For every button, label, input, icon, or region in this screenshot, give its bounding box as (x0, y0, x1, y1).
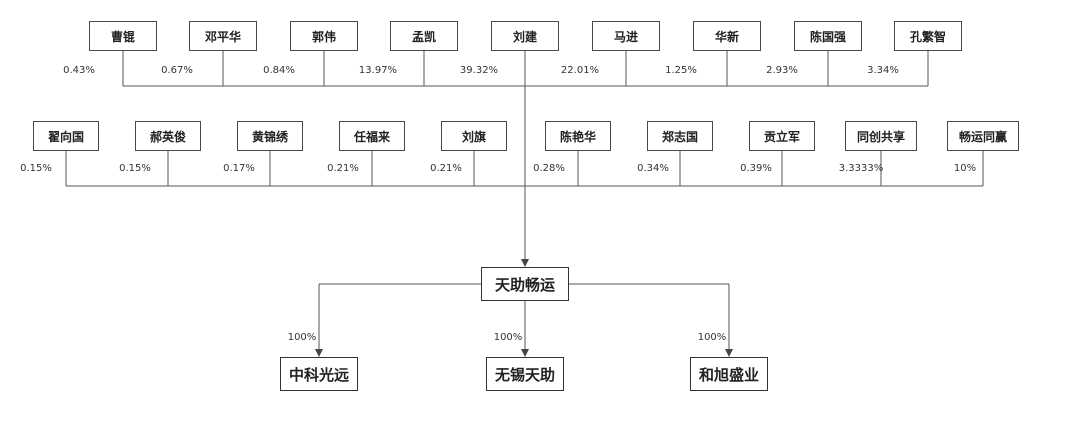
share-percentage: 0.21% (430, 163, 462, 174)
share-percentage: 22.01% (560, 65, 600, 76)
share-percentage: 0.67% (161, 65, 193, 76)
shareholder-box: 郑志国 (647, 121, 713, 151)
share-percentage: 0.43% (63, 65, 95, 76)
subsidiary-box: 无锡天助 (486, 357, 564, 391)
share-percentage: 0.15% (20, 163, 52, 174)
ownership-percentage: 100% (287, 332, 317, 343)
shareholder-box: 同创共享 (845, 121, 917, 151)
shareholder-box: 郝英俊 (135, 121, 201, 151)
shareholder-box: 孔繁智 (894, 21, 962, 51)
share-percentage: 0.15% (119, 163, 151, 174)
share-percentage: 0.21% (327, 163, 359, 174)
shareholder-box: 华新 (693, 21, 761, 51)
shareholder-box: 刘旗 (441, 121, 507, 151)
shareholder-box: 畅运同赢 (947, 121, 1019, 151)
subsidiary-box: 中科光远 (280, 357, 358, 391)
shareholder-box: 翟向国 (33, 121, 99, 151)
shareholder-box: 郭伟 (290, 21, 358, 51)
shareholder-box: 贡立军 (749, 121, 815, 151)
share-percentage: 39.32% (459, 65, 499, 76)
shareholder-box: 陈艳华 (545, 121, 611, 151)
share-percentage: 10% (953, 163, 977, 174)
shareholder-box: 孟凯 (390, 21, 458, 51)
company-box: 天助畅运 (481, 267, 569, 301)
subsidiary-box: 和旭盛业 (690, 357, 768, 391)
share-percentage: 3.3333% (838, 163, 884, 174)
share-percentage: 13.97% (358, 65, 398, 76)
shareholder-box: 黄锦绣 (237, 121, 303, 151)
shareholder-box: 邓平华 (189, 21, 257, 51)
share-percentage: 0.17% (223, 163, 255, 174)
share-percentage: 0.28% (533, 163, 565, 174)
share-percentage: 3.34% (867, 65, 899, 76)
share-percentage: 1.25% (665, 65, 697, 76)
shareholder-box: 马进 (592, 21, 660, 51)
share-percentage: 0.39% (740, 163, 772, 174)
ownership-percentage: 100% (697, 332, 727, 343)
shareholder-box: 曹锟 (89, 21, 157, 51)
shareholder-box: 陈国强 (794, 21, 862, 51)
shareholder-box: 刘建 (491, 21, 559, 51)
share-percentage: 2.93% (766, 65, 798, 76)
ownership-percentage: 100% (493, 332, 523, 343)
shareholder-box: 任福来 (339, 121, 405, 151)
share-percentage: 0.34% (637, 163, 669, 174)
share-percentage: 0.84% (263, 65, 295, 76)
